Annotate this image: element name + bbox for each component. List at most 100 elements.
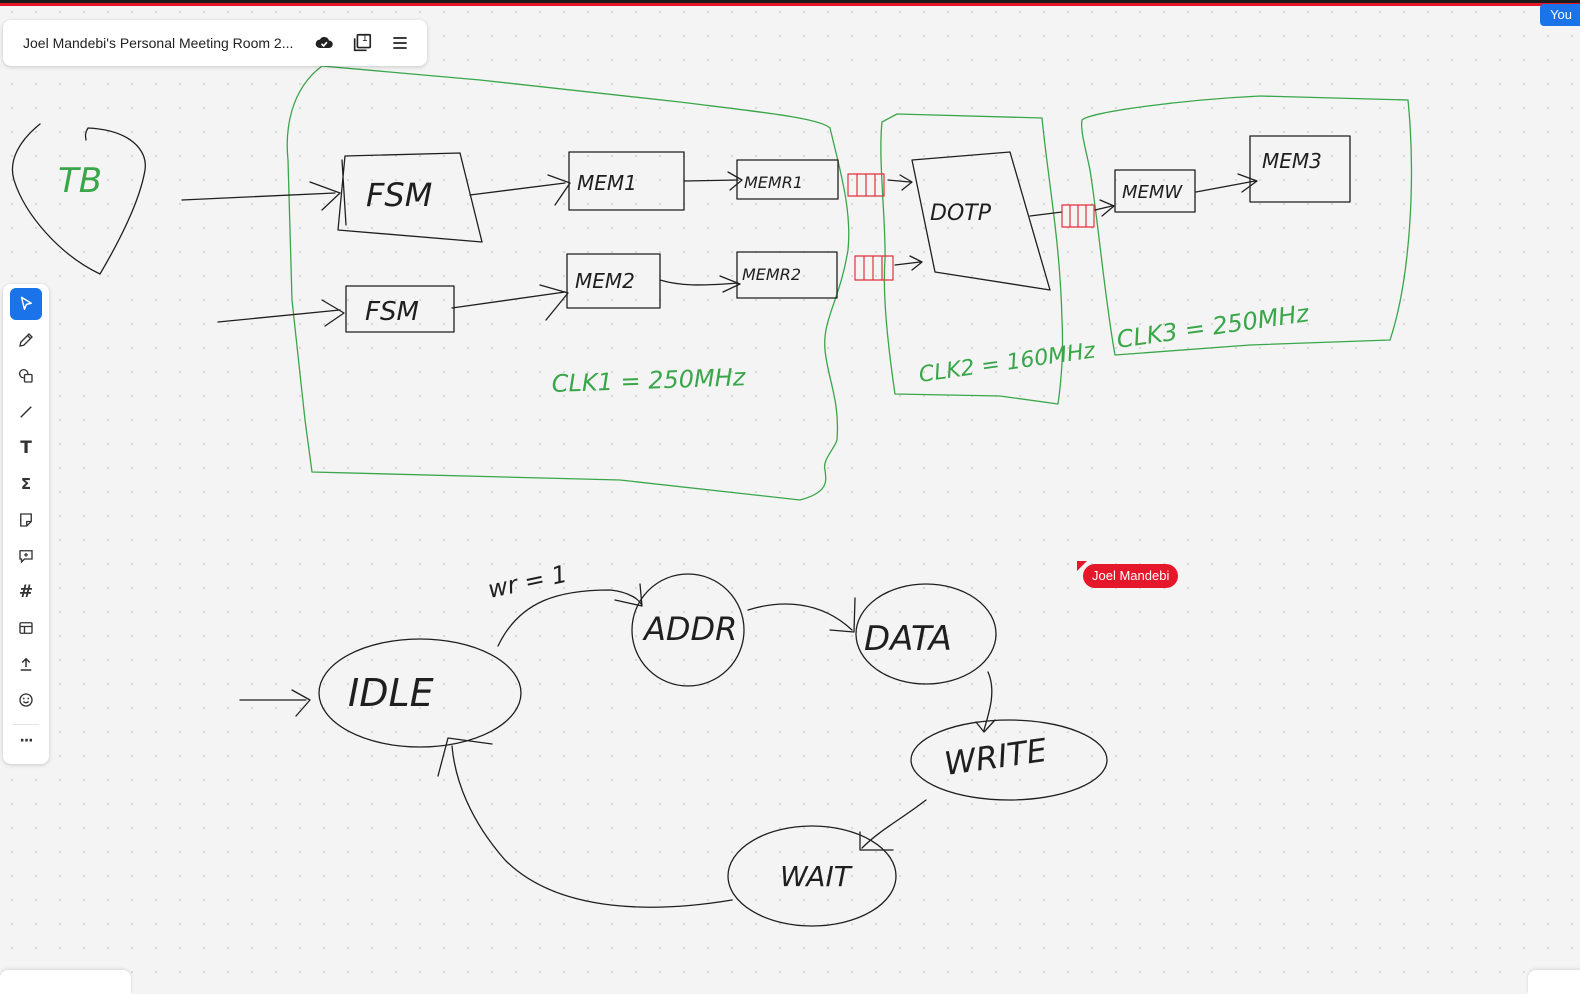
cursor-arrow-icon: [20, 296, 32, 310]
state-machine-ink: [239, 573, 1108, 927]
bottom-left-panel[interactable]: [0, 970, 131, 994]
you-presence-badge: You: [1540, 4, 1580, 26]
comment-icon: [19, 550, 33, 564]
in-to-fsm2-arrow: [217, 299, 345, 327]
fifo-to-memw-arrow: [1094, 199, 1115, 217]
fsm1-box: [337, 152, 483, 243]
idle-state: [318, 638, 522, 748]
testbench-shape: [11, 123, 146, 275]
clock-domain-3-frame: [1080, 95, 1413, 356]
cloud-saved-icon[interactable]: [312, 31, 336, 55]
mem2-to-memr2-arrow: [659, 275, 741, 293]
collaborator-cursor-label: Joel Mandebi: [1083, 564, 1179, 588]
mem1-box: [568, 151, 685, 211]
fsm2-to-mem2-arrow: [451, 284, 569, 321]
board-titlebar: Joel Mandebi's Personal Meeting Room 2..…: [3, 20, 427, 66]
pencil-icon: [19, 333, 33, 347]
clock-domain-1-frame: [286, 65, 850, 501]
memw-to-mem3-arrow: [1195, 173, 1258, 193]
mem1-to-memr1-arrow: [684, 171, 743, 191]
tool-palette: T Σ # ···: [3, 284, 49, 764]
addr-to-data-arrow: [747, 597, 856, 633]
sigma-icon: Σ: [20, 475, 32, 493]
reaction-tool[interactable]: [10, 684, 42, 716]
shapes-tool[interactable]: [10, 360, 42, 392]
memr2-label: MEMR2: [742, 265, 801, 284]
more-icon: ···: [19, 733, 34, 749]
dotp-box: [911, 151, 1051, 291]
wait-to-idle-arrow: [437, 737, 733, 908]
fsm2-box: [345, 285, 455, 333]
shapes-icon: [18, 368, 33, 383]
data-label: DATA: [864, 619, 952, 659]
line-tool[interactable]: [10, 396, 42, 428]
idle-to-addr-arrow: [497, 583, 643, 647]
mem1-label: MEM1: [577, 171, 637, 195]
tb-to-fsm1-arrow: [181, 181, 341, 211]
fifo-2: [854, 255, 894, 281]
upload-tool[interactable]: [10, 648, 42, 680]
memr2-box: [736, 251, 838, 299]
memw-box: [1114, 169, 1196, 213]
line-icon: [20, 406, 32, 418]
board-title[interactable]: Joel Mandebi's Personal Meeting Room 2..…: [23, 35, 294, 51]
clock-domain-frames: [286, 65, 1413, 501]
memw-label: MEMW: [1122, 182, 1183, 203]
mem3-box: [1249, 135, 1351, 203]
sticky-note-tool[interactable]: [10, 504, 42, 536]
collaborator-cursor-icon: [1077, 561, 1087, 571]
pen-tool[interactable]: [10, 324, 42, 356]
more-tool[interactable]: ···: [10, 725, 42, 757]
bottom-right-panel[interactable]: [1528, 970, 1580, 994]
write-to-wait-arrow: [859, 799, 927, 851]
wait-state: [727, 825, 897, 927]
clock-domain-2-frame: [880, 113, 1064, 405]
frame-icon: #: [18, 582, 34, 602]
memr2-to-dotp-arrow: [894, 255, 923, 271]
upload-icon: [20, 657, 32, 671]
memr1-to-dotp-arrow: [887, 174, 913, 191]
fsm2-label: FSM: [365, 297, 419, 327]
memr1-box: [736, 159, 839, 200]
mem3-label: MEM3: [1262, 149, 1322, 173]
clk1-label: CLK1 = 250MHz: [551, 363, 747, 398]
share-indicator-bar: [0, 3, 1580, 6]
page-counter-icon[interactable]: 1: [350, 31, 374, 55]
memr1-label: MEMR1: [744, 173, 803, 192]
comment-tool[interactable]: [10, 540, 42, 572]
screen-share-strip: [0, 0, 1580, 6]
wait-label: WAIT: [780, 860, 853, 893]
transition-label: wr = 1: [485, 560, 569, 604]
write-state: [910, 719, 1108, 801]
data-state: [855, 583, 997, 685]
dotp-label: DOTP: [930, 201, 992, 226]
fsm1-label: FSM: [366, 176, 432, 214]
fsm1-to-mem1-arrow: [469, 174, 571, 206]
mem2-box: [566, 253, 661, 309]
select-tool[interactable]: [10, 288, 42, 320]
clk2-label: CLK2 = 160MHz: [917, 338, 1097, 388]
equation-tool[interactable]: Σ: [10, 468, 42, 500]
clk3-label: CLK3 = 250MHz: [1115, 299, 1312, 354]
data-to-write-arrow: [975, 671, 996, 733]
fifo-buffers: [847, 173, 1095, 281]
dotp-out-line: [1029, 211, 1063, 217]
emoji-icon: [19, 693, 33, 707]
testbench-label: TB: [58, 161, 102, 201]
reset-arrow: [239, 689, 311, 717]
toolbar-divider: [13, 724, 39, 725]
template-tool[interactable]: [10, 612, 42, 644]
mem2-label: MEM2: [575, 269, 635, 293]
page-counter-value: 1: [362, 33, 368, 44]
menu-icon[interactable]: [388, 31, 412, 55]
idle-label: IDLE: [348, 671, 434, 715]
text-icon: T: [20, 438, 32, 458]
frame-tool[interactable]: #: [10, 576, 42, 608]
template-icon: [19, 622, 33, 634]
dataflow-ink: [11, 123, 1351, 333]
sticky-note-icon: [20, 513, 32, 527]
write-label: WRITE: [942, 731, 1050, 783]
addr-state: [631, 573, 745, 687]
text-tool[interactable]: T: [10, 432, 42, 464]
